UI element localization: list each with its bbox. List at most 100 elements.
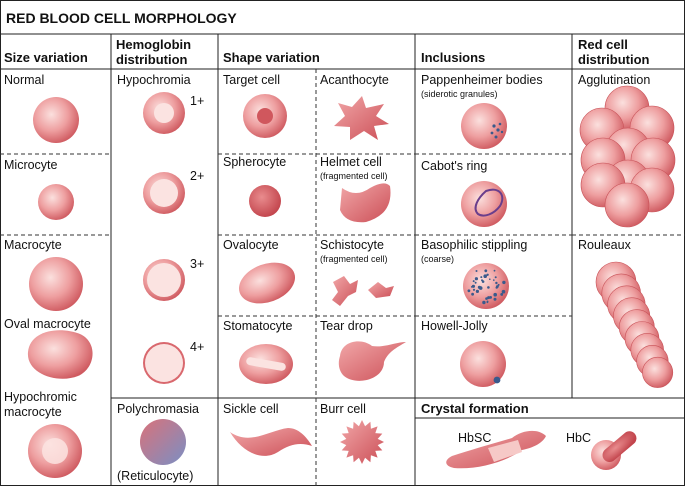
- hypochromia-4-center: [145, 344, 183, 382]
- label-oval-macrocyte: Oval macrocyte: [4, 317, 91, 331]
- stipple-dot: [472, 288, 476, 291]
- acanthocyte-cell: [334, 96, 389, 140]
- label-cabots-ring: Cabot's ring: [421, 159, 487, 173]
- header-shape-variation: Shape variation: [223, 50, 320, 65]
- stipple-dot: [493, 269, 496, 272]
- stipple-dot: [493, 297, 497, 301]
- burr-cell: [340, 420, 384, 464]
- label-hypochromic-macrocyte-1: Hypochromic: [4, 390, 77, 404]
- label-ovalocyte: Ovalocyte: [223, 238, 279, 252]
- polychromasia-cell: [140, 419, 186, 465]
- label-stomatocyte: Stomatocyte: [223, 319, 293, 333]
- header-inclusions: Inclusions: [421, 50, 485, 65]
- basophilic-stipples: [467, 269, 506, 305]
- shape-variation-column: Target cell Acanthocyte Spherocyte Helme…: [223, 73, 406, 464]
- agglutinated-cell: [604, 182, 650, 228]
- macrocyte-cell: [29, 257, 83, 311]
- label-macrocyte: Macrocyte: [4, 238, 62, 252]
- header-size-variation: Size variation: [4, 50, 88, 65]
- stomatocyte-slit: [246, 357, 286, 371]
- stipple-dot: [467, 289, 471, 293]
- label-microcyte: Microcyte: [4, 158, 58, 172]
- label-helmet-cell: Helmet cell: [320, 155, 382, 169]
- stipple-dot: [484, 269, 488, 273]
- schistocyte-fragment-2: [368, 282, 394, 298]
- stipple-dot: [474, 277, 478, 281]
- hbc-crystal: [602, 431, 637, 462]
- stipple-dot: [475, 289, 479, 293]
- stipple-dot: [471, 284, 475, 288]
- howell-jolly-cell: [460, 341, 506, 387]
- label-basophilic-note: (coarse): [421, 254, 454, 264]
- microcyte-cell: [38, 184, 74, 220]
- stipple-dot: [477, 285, 481, 289]
- stipple-dot: [487, 286, 490, 289]
- label-grade-1: 1+: [190, 94, 204, 108]
- stipple-dot: [475, 270, 478, 272]
- header-crystal-formation: Crystal formation: [421, 401, 529, 416]
- label-normal: Normal: [4, 73, 44, 87]
- rouleaux-cell: [642, 356, 674, 388]
- stipple-dot: [489, 278, 491, 281]
- spherocyte-cell: [249, 185, 281, 217]
- stipple-dot: [483, 274, 488, 279]
- oval-macrocyte-cell: [27, 330, 93, 379]
- stipple-dot: [472, 280, 475, 283]
- hypochromic-macrocyte-pale-center: [42, 438, 68, 464]
- stipple-dot: [502, 280, 506, 285]
- crystal-formation-row: HbSC HbC: [446, 430, 637, 470]
- cabots-ring-loop: [474, 188, 504, 217]
- label-reticulocyte: (Reticulocyte): [117, 469, 193, 483]
- target-cell-center: [257, 108, 273, 124]
- howell-jolly-body: [493, 376, 501, 384]
- hbsc-crystal: [488, 440, 522, 462]
- hypochromia-3-center: [147, 263, 181, 297]
- pappenheimer-cell: [461, 103, 507, 149]
- label-schistocyte: Schistocyte: [320, 238, 384, 252]
- label-pappenheimer-note: (siderotic granules): [421, 89, 498, 99]
- distribution-column: Agglutination Rouleaux: [578, 73, 676, 388]
- stipple-dot: [482, 300, 486, 305]
- stipple-dot: [494, 276, 497, 279]
- basophilic-stippling-cell: [463, 263, 509, 309]
- normal-cell: [33, 97, 79, 143]
- stipple-dot: [493, 279, 495, 281]
- label-spherocyte: Spherocyte: [223, 155, 286, 169]
- stipple-dot: [493, 292, 498, 297]
- label-polychromasia: Polychromasia: [117, 402, 199, 416]
- helmet-cell: [340, 183, 391, 223]
- label-rouleaux: Rouleaux: [578, 238, 632, 252]
- label-tear-drop: Tear drop: [320, 319, 373, 333]
- label-hypochromic-macrocyte-2: macrocyte: [4, 405, 62, 419]
- label-grade-2: 2+: [190, 169, 204, 183]
- label-target-cell: Target cell: [223, 73, 280, 87]
- label-pappenheimer: Pappenheimer bodies: [421, 73, 543, 87]
- size-variation-column: Normal Microcyte Macrocyte Oval macrocyt…: [4, 73, 93, 478]
- label-hypochromia: Hypochromia: [117, 73, 191, 87]
- stipple-dot: [474, 281, 477, 284]
- rouleaux-cells: [595, 261, 674, 388]
- label-burr-cell: Burr cell: [320, 402, 366, 416]
- agglutination-cells: [579, 85, 676, 228]
- label-hbc: HbC: [566, 431, 591, 445]
- label-grade-3: 3+: [190, 257, 204, 271]
- hypochromia-2-center: [150, 179, 178, 207]
- label-hbsc: HbSC: [458, 431, 491, 445]
- schistocyte-fragment-1: [332, 276, 358, 306]
- stipple-dot: [496, 285, 499, 288]
- stipple-dot: [486, 273, 489, 276]
- label-sickle-cell: Sickle cell: [223, 402, 279, 416]
- label-agglutination: Agglutination: [578, 73, 650, 87]
- label-acanthocyte: Acanthocyte: [320, 73, 389, 87]
- label-grade-4: 4+: [190, 340, 204, 354]
- label-helmet-note: (fragmented cell): [320, 171, 388, 181]
- stipple-dot: [501, 293, 503, 296]
- pappenheimer-granules: [490, 122, 504, 139]
- stipple-dot: [471, 292, 474, 296]
- inclusions-column: Pappenheimer bodies (siderotic granules)…: [421, 73, 543, 387]
- sickle-cell: [230, 428, 312, 456]
